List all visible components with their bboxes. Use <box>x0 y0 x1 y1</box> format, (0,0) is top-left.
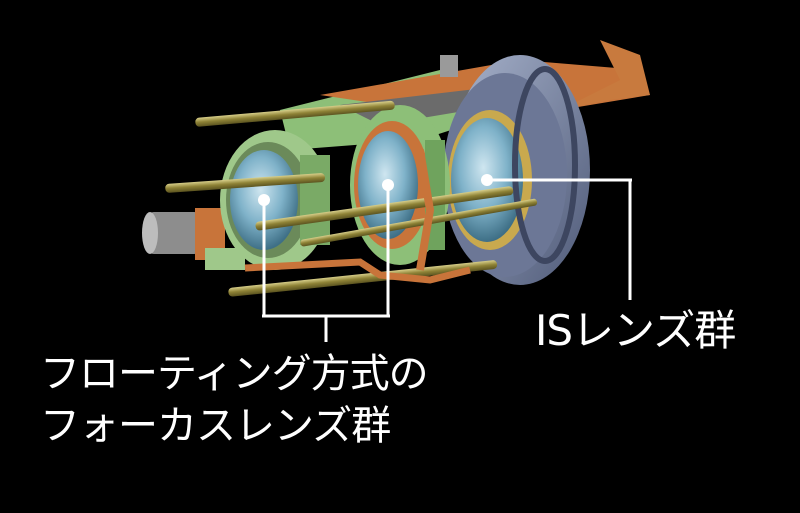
focus-lens-group-label: フローティング方式の フォーカスレンズ群 <box>40 348 429 452</box>
focus-lens-group-rear <box>350 105 450 265</box>
is-lens-group-label: ISレンズ群 <box>535 306 736 355</box>
marker-dot-is <box>481 174 493 186</box>
flex-cable <box>244 149 471 284</box>
focus-label-line-1: フローティング方式の <box>40 351 429 397</box>
motor-unit <box>142 208 245 270</box>
marker-dot-front-focus <box>258 194 270 206</box>
focus-label-line-2: フォーカスレンズ群 <box>40 403 391 449</box>
marker-dot-rear-focus <box>382 179 394 191</box>
focus-lens-group-front <box>220 130 330 270</box>
leader-lines <box>262 178 632 342</box>
leader-dots <box>258 174 493 206</box>
guide-rods <box>165 100 538 297</box>
